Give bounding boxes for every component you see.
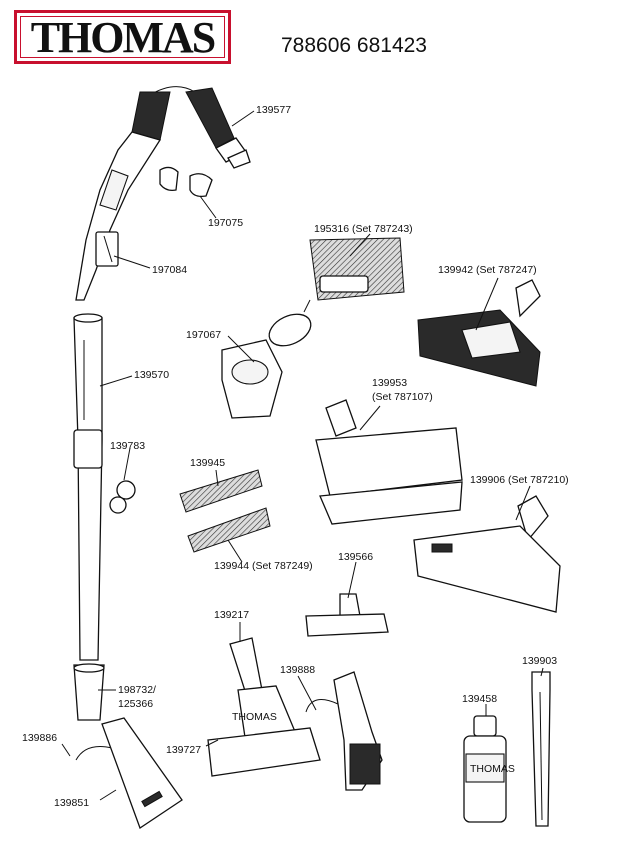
extension-tube [73,313,105,721]
part-label: 139906 (Set 787210) [470,474,569,486]
turbo-brush [315,399,463,525]
bottle-brand-label: THOMAS [470,763,515,775]
part-label: 139727 [166,744,201,756]
cleaning-pads [179,469,271,553]
nozzle-brand-label: THOMAS [232,711,277,723]
leader-lines [61,110,544,801]
part-label: 195316 (Set 787243) [314,223,413,235]
part-label: 197075 [208,217,243,229]
part-label: 198732/ [118,684,156,696]
part-label: 139942 (Set 787247) [438,264,537,276]
floor-nozzle-139942 [417,279,541,387]
upholstery-wash-nozzle [75,717,183,829]
mini-wash-nozzle [305,671,383,791]
part-label: 139577 [256,104,291,116]
brand-logo: THOMAS [14,10,231,64]
floor-nozzle-139906 [413,495,561,613]
part-label: 139888 [280,664,315,676]
logo-inner-border [20,16,225,58]
part-label: 197067 [186,329,221,341]
document-number: 788606 681423 [281,34,427,57]
crevice-tool [531,671,551,827]
upholstery-nozzle [305,593,389,637]
hose-handle-assembly [75,86,251,301]
bottle-139458 [463,715,507,823]
clips-197075 [159,166,213,198]
part-label: 139903 [522,655,557,667]
part-label: (Set 787107) [372,391,433,403]
part-labels: 139577 197075 197084 195316 (Set 787243)… [22,104,569,809]
part-label: 139851 [54,797,89,809]
part-label: 139953 [372,377,407,389]
part-label: 197084 [152,264,187,276]
part-label: 139886 [22,732,57,744]
part-label: 139217 [214,609,249,621]
part-label: 139944 (Set 787249) [214,560,313,572]
bag-holder [221,313,312,419]
part-label: 139945 [190,457,225,469]
part-label: 139566 [338,551,373,563]
part-label: 139570 [134,369,169,381]
filter-bag [303,237,405,313]
part-label: 125366 [118,698,153,710]
wash-nozzle-139217 [207,637,321,777]
clips-139783 [109,480,136,514]
part-label: 139458 [462,693,497,705]
part-label: 139783 [110,440,145,452]
logo-text: THOMAS [30,13,217,62]
